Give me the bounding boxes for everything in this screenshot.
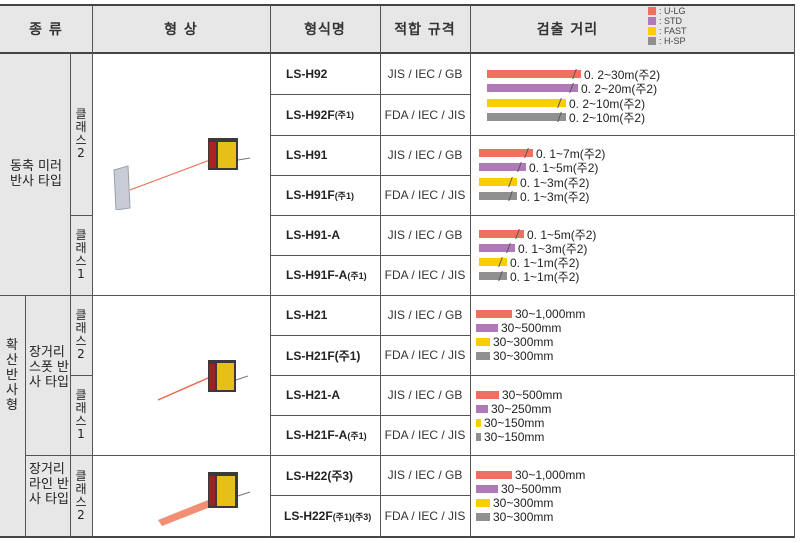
distance-bar-std: 30~500mm [476,321,561,335]
model-name: LS-H91F-A(주1) [286,268,367,282]
table-top-border [0,4,795,6]
row-divider [270,175,470,176]
model-name: LS-H91F(주1) [286,188,354,202]
header-distance: 검출 거리 [536,22,599,38]
distance-bar-hsp: 30~300mm [476,510,553,524]
header-standard: 적합 규격 [394,22,456,38]
distance-bar-ulg: 30~1,000mm [476,307,585,321]
legend-item-ulg: : U-LG [648,6,687,16]
standard: FDA / IEC / JIS [384,428,466,442]
class-label-2: 클래스2 [75,107,87,160]
legend-item-std: : STD [648,16,687,26]
subsection-long-line: 장거리 라인 반사 타입 [29,462,70,507]
header-model: 형식명 [304,22,346,38]
table-right-border [794,5,795,537]
model-name: LS-H21 [286,308,328,322]
legend-item-hsp: : H-SP [648,36,687,46]
row-divider [270,215,795,216]
class-label-2: 클래스2 [75,308,87,361]
model-name: LS-H21F-A(주1) [286,428,367,442]
table-header [0,5,795,53]
legend-swatch-hsp [648,37,656,45]
distance-bar-hsp: 30~150mm [476,430,544,444]
standard: JIS / IEC / GB [387,308,463,322]
standard: JIS / IEC / GB [387,66,463,81]
distance-bar-fast: 0. 1~3m(주2) [479,176,589,190]
legend-item-fast: : FAST [648,26,687,36]
distance-bar-hsp: 0. 1~3m(주2) [479,190,589,204]
model-name: LS-H92 [286,66,328,81]
row-divider [70,375,92,376]
standard: FDA / IEC / JIS [384,348,466,362]
class-label-1: 클래스1 [75,228,87,281]
row-divider [270,375,795,376]
legend-swatch-std [648,17,656,25]
standard: FDA / IEC / JIS [384,509,466,523]
product-image-coaxial-mirror [100,130,260,211]
column-divider [25,295,26,537]
product-image-long-line [150,470,260,530]
legend-swatch-ulg [648,7,656,15]
table-bottom-border [0,536,795,538]
product-image-long-spot [150,350,260,410]
standard: JIS / IEC / GB [387,148,463,162]
row-divider [270,495,470,496]
distance-bar-std: 0. 1~5m(주2) [479,161,598,175]
model-name: LS-H21-A [286,388,341,402]
standard: FDA / IEC / JIS [384,107,466,122]
distance-bar-hsp: 30~300mm [476,349,553,363]
column-divider [380,5,381,537]
column-divider [470,5,471,537]
distance-bar-std: 0. 1~3m(주2) [479,242,587,256]
distance-bar-std: 0. 2~20m(주2) [487,82,657,96]
distance-bar-fast: 30~150mm [476,416,544,430]
header-shape: 형 상 [164,22,198,38]
legend-swatch-fast [648,27,656,35]
class-label-1: 클래스1 [75,388,87,441]
row-divider [270,335,470,336]
distance-bar-std: 30~250mm [476,402,551,416]
distance-bar-hsp: 0. 1~1m(주2) [479,270,579,284]
row-divider [270,255,470,256]
column-divider [92,5,93,537]
standard: FDA / IEC / JIS [384,188,466,202]
row-divider [270,94,470,95]
standard: JIS / IEC / GB [387,468,463,482]
column-divider [270,5,271,537]
mode-legend: : U-LG : STD : FAST : H-SP [648,6,687,46]
distance-bar-ulg: 0. 1~5m(주2) [479,228,596,242]
standard: FDA / IEC / JIS [384,268,466,282]
class-label-2: 클래스2 [75,469,87,522]
model-name: LS-H22F(주1)(주3) [284,509,372,523]
distance-bar-std: 30~500mm [476,482,561,496]
model-name: LS-H92F(주1) [286,107,354,122]
distance-bar-ulg: 30~500mm [476,388,562,402]
distance-bar-fast: 0. 1~1m(주2) [479,256,579,270]
standard: JIS / IEC / GB [387,228,463,242]
distance-bar-ulg: 0. 1~7m(주2) [479,147,605,161]
model-name: LS-H91 [286,148,328,162]
model-name: LS-H21F(주1) [286,348,361,363]
distance-bar-ulg: 0. 2~30m(주2) [487,68,660,82]
row-divider [70,215,92,216]
distance-bar-fast: 30~300mm [476,496,553,510]
row-divider [270,135,795,136]
model-name: LS-H22(주3) [286,468,354,483]
row-divider [25,455,795,456]
distance-bar-fast: 0. 2~10m(주2) [487,97,645,111]
header-bottom-border [0,52,795,54]
section-coaxial-mirror: 동축 미러 반사 타입 [10,159,62,189]
model-name: LS-H91-A [286,228,341,242]
distance-bar-ulg: 30~1,000mm [476,468,585,482]
section-diffuse: 확산 반사형 [6,337,18,413]
section-divider [0,295,795,296]
header-kind: 종 류 [29,22,63,38]
distance-bar-hsp: 0. 2~10m(주2) [487,111,645,125]
subsection-long-spot: 장거리 스폿 반사 타입 [29,345,70,390]
distance-bar-fast: 30~300mm [476,335,553,349]
standard: JIS / IEC / GB [387,388,463,402]
column-divider [70,53,71,537]
row-divider [270,415,470,416]
